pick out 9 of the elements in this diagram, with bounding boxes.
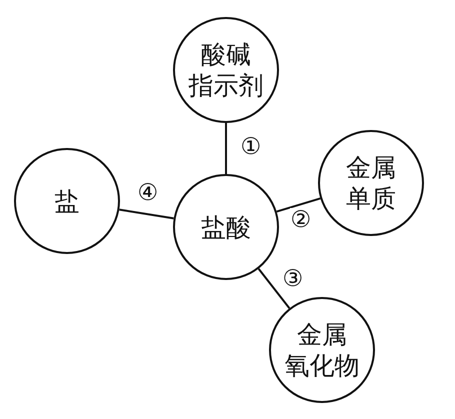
connector-line — [276, 197, 321, 213]
node-label: 金属氧化物 — [284, 319, 360, 381]
node-label: 金属单质 — [346, 152, 396, 214]
connector-line — [119, 208, 174, 220]
node-label: 盐酸 — [201, 212, 251, 242]
connector-line — [225, 123, 227, 174]
connector-line — [258, 268, 290, 309]
node-label: 盐 — [54, 186, 80, 216]
node-label: 酸碱指示剂 — [188, 39, 264, 101]
